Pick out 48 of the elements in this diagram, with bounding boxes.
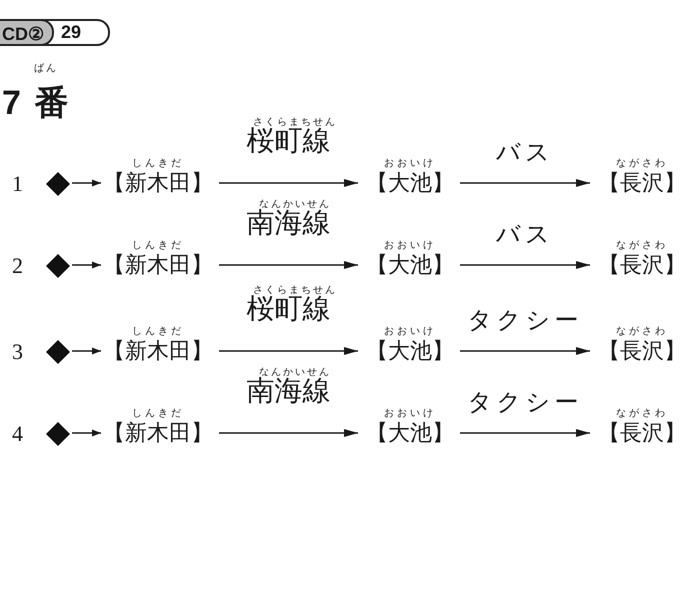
- row-number: 1: [12, 171, 23, 197]
- arrow: [219, 429, 358, 437]
- station-name: 【大池】: [366, 252, 454, 278]
- station-name: 【大池】: [366, 420, 454, 446]
- furigana: ながさわ: [616, 408, 668, 420]
- furigana: しんきだ: [132, 158, 184, 170]
- station-name: 【長沢】: [598, 170, 686, 196]
- diamond-marker: [46, 254, 70, 278]
- arrow: [72, 430, 101, 436]
- furigana: ながさわ: [616, 326, 668, 338]
- furigana: おおいけ: [384, 240, 436, 252]
- arrow: [460, 429, 590, 437]
- arrow: [72, 348, 101, 354]
- furigana: しんきだ: [132, 408, 184, 420]
- track-number: 29: [61, 19, 82, 46]
- arrow: [460, 347, 590, 355]
- furigana: ながさわ: [616, 158, 668, 170]
- diamond-marker: [46, 340, 70, 364]
- furigana: おおいけ: [384, 326, 436, 338]
- station-name: 【長沢】: [598, 420, 686, 446]
- station-name: 【長沢】: [598, 252, 686, 278]
- diamond-marker: [46, 422, 70, 446]
- station-name: 【新木田】: [103, 252, 213, 278]
- arrow: [460, 179, 590, 187]
- disc-tag: CD②: [0, 19, 54, 46]
- row-number: 3: [12, 339, 23, 365]
- arrow: [219, 261, 358, 269]
- furigana: ばん: [34, 63, 58, 75]
- diamond-marker: [46, 172, 70, 196]
- row-number: 4: [12, 421, 23, 447]
- station-name: 【大池】: [366, 170, 454, 196]
- arrow: [72, 180, 101, 186]
- station-name: 【新木田】: [103, 170, 213, 196]
- furigana: しんきだ: [132, 326, 184, 338]
- furigana: おおいけ: [384, 158, 436, 170]
- furigana: おおいけ: [384, 408, 436, 420]
- furigana: しんきだ: [132, 240, 184, 252]
- station-name: 【長沢】: [598, 338, 686, 364]
- station-name: 【新木田】: [103, 338, 213, 364]
- arrow: [219, 179, 358, 187]
- furigana: ながさわ: [616, 240, 668, 252]
- arrow: [460, 261, 590, 269]
- station-name: 【大池】: [366, 338, 454, 364]
- arrow: [72, 262, 101, 268]
- row-number: 2: [12, 253, 23, 279]
- title: 7 番: [2, 83, 70, 124]
- arrow: [219, 347, 358, 355]
- station-name: 【新木田】: [103, 420, 213, 446]
